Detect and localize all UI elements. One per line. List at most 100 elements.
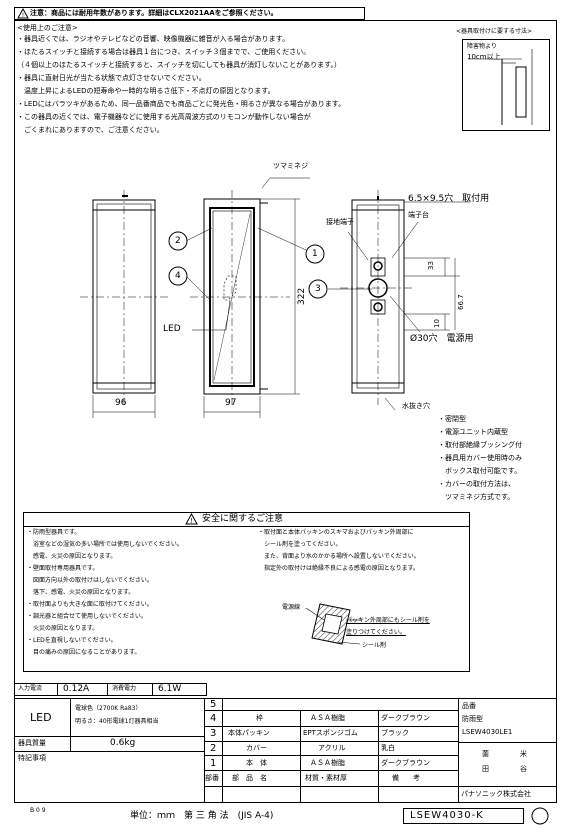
- feature-item: ・密閉型: [438, 415, 466, 423]
- page-number: B 0 9: [30, 807, 46, 814]
- usage-line: ・ほたるスイッチと接続する場合は器具１台につき、スイッチ３個までで、ご使用くださ…: [17, 48, 311, 56]
- usage-line: ごくまれにありますので、ご注意ください。: [17, 126, 164, 134]
- part-material: ＡＳＡ樹脂: [310, 714, 345, 722]
- part-no: 4: [210, 713, 217, 724]
- safety-item: ・調光器と組合せて使用しないでください。: [27, 613, 147, 620]
- divider: [204, 786, 557, 787]
- warning-icon: !: [17, 7, 29, 19]
- approver-mark-1: 薗: [482, 750, 489, 758]
- drawing-number-box: [403, 808, 524, 824]
- part-name: カバー: [246, 744, 267, 752]
- feature-item: ・取付部絶縁ブッシング付: [438, 441, 522, 449]
- part-name: 枠: [256, 714, 263, 722]
- safety-item: シール剤を塗ってください。: [258, 541, 342, 548]
- top-notice: 注意：商品には耐用年数があります。詳細はCLX2021AAをご参照ください。: [30, 9, 278, 17]
- install-dim-title: <器具取付けに要する寸法>: [456, 28, 533, 35]
- led-spec-color: 電球色（2700K Ra83）: [75, 705, 142, 712]
- divider: [14, 751, 204, 752]
- title-block: [14, 698, 557, 803]
- install-dim-figure: [468, 49, 533, 125]
- dim-96: 96: [115, 398, 127, 408]
- led-label: LED: [163, 324, 181, 334]
- divider: [70, 698, 71, 736]
- circle-mark-icon: [531, 807, 549, 825]
- mass-value: 0.6kg: [110, 738, 136, 748]
- usage-line: ・LEDにはバラツキがあるため、同一品番商品でも商品ごとに発光色・明るさが異なる…: [17, 100, 346, 108]
- terminal-block-label: 端子台: [408, 211, 429, 219]
- safety-title: 安全に関するご注意: [202, 514, 284, 524]
- install-dim-label2: 10cm以上: [467, 53, 501, 61]
- svg-text:!: !: [22, 12, 24, 19]
- divider: [204, 710, 458, 711]
- safety-item: 感電、火災の原因となります。: [27, 553, 117, 560]
- part-note: ダークブラウン: [381, 759, 430, 767]
- approver-mark-2: 米: [520, 750, 527, 758]
- dim-10: 10: [433, 319, 441, 328]
- parts-header-name: 部 品 名: [232, 774, 267, 782]
- seal-label-packing: パッキン外周部にもシール剤を: [346, 617, 430, 624]
- safety-item: ・取付面と本体パッキンのスキマおよびパッキン外周部に: [258, 529, 414, 536]
- divider: [204, 770, 458, 771]
- usage-line: 温度上昇によるLEDの短寿命や一時的な明るさ低下・不点灯の原因となります。: [17, 87, 275, 95]
- part-material: EPTスポンジゴム: [303, 729, 358, 737]
- dim-322: 322: [297, 287, 307, 305]
- svg-text:!: !: [190, 517, 193, 525]
- feature-item: ・電源ユニット内蔵型: [438, 428, 508, 436]
- part-no: 2: [210, 743, 217, 754]
- divider: [14, 736, 204, 737]
- safety-item: また、背面より水のかかる場所へ設置しないでください。: [258, 553, 420, 560]
- safety-divider: [23, 526, 470, 527]
- product-code: LSEW4030LE1: [462, 728, 513, 736]
- product-label: 品番: [462, 702, 476, 710]
- feature-item: ツマミネジ方式です。: [438, 493, 515, 501]
- divider: [204, 698, 205, 803]
- part-material: アクリル: [318, 744, 346, 752]
- company-name: パナソニック株式会社: [461, 790, 531, 798]
- divider: [458, 698, 459, 803]
- warning-icon: !: [185, 512, 198, 525]
- callout-2: 2: [175, 236, 181, 246]
- drain-hole-label: 水抜き穴: [402, 402, 430, 410]
- power-hole-label: Ø30穴 電源用: [410, 334, 474, 344]
- divider: [57, 683, 58, 696]
- led-spec-label: LED: [30, 711, 52, 724]
- parts-header-no: 部番: [205, 774, 219, 782]
- parts-header-material: 材質・素材厚: [305, 774, 347, 782]
- safety-item: 火災の原因となります。: [27, 625, 99, 632]
- part-note: ダークブラウン: [381, 714, 430, 722]
- safety-box: [23, 512, 470, 672]
- safety-item: 目の痛みの原因になることがあります。: [27, 649, 141, 656]
- top-notice-box: [14, 7, 365, 20]
- usage-line: ・器具近くでは、ラジオやテレビなどの音響、映像機器に雑音が入る場合があります。: [17, 35, 289, 43]
- seal-label-sealant: シール剤: [362, 642, 387, 649]
- divider: [152, 683, 153, 696]
- install-dim-box: [462, 39, 550, 131]
- callout-4: 4: [175, 271, 181, 281]
- part-note: ブラック: [381, 729, 409, 737]
- unit-note: 単位：ｍｍ 第 三 角 法 (JIS A-4): [130, 811, 274, 821]
- callout-1: 1: [312, 249, 318, 259]
- usage-line: ・器具に直射日光が当たる状態で点灯させないでください。: [17, 74, 206, 82]
- led-spec-brightness: 明るさ：40形電球1灯器具相当: [75, 718, 159, 725]
- dim-97: 97: [225, 398, 237, 408]
- part-note: 乳白: [381, 744, 395, 752]
- dim-66-7: 66.7: [457, 294, 465, 310]
- power-value: 6.1W: [158, 684, 182, 694]
- seal-label-apply: 塗りつけてください。: [346, 629, 406, 636]
- approver-mark-4: 谷: [520, 765, 527, 773]
- usage-line: ・この器具の近くでは、電子機器などに使用する光高周波方式のリモコンが動作しない場…: [17, 113, 311, 121]
- mount-hole-label: 6.5×9.5穴 取付用: [408, 194, 490, 204]
- part-name: 本体パッキン: [228, 729, 270, 737]
- divider: [204, 755, 458, 756]
- part-name: 本 体: [246, 759, 267, 767]
- seal-label-power: 電源線: [282, 604, 301, 611]
- tsumami-label: ツマミネジ: [273, 162, 308, 170]
- divider: [204, 741, 458, 742]
- safety-item: 浴室などの湿気の多い場所では使用しないでください。: [27, 541, 183, 548]
- divider: [204, 726, 458, 727]
- callout-3: 3: [315, 284, 321, 294]
- safety-item: ・LEDを直視しないでください。: [27, 637, 117, 644]
- divider: [222, 698, 223, 803]
- usage-line: （４個以上のほたるスイッチと接続すると、スイッチを切にしても器具が消灯しないこと…: [17, 61, 341, 69]
- divider: [107, 683, 108, 696]
